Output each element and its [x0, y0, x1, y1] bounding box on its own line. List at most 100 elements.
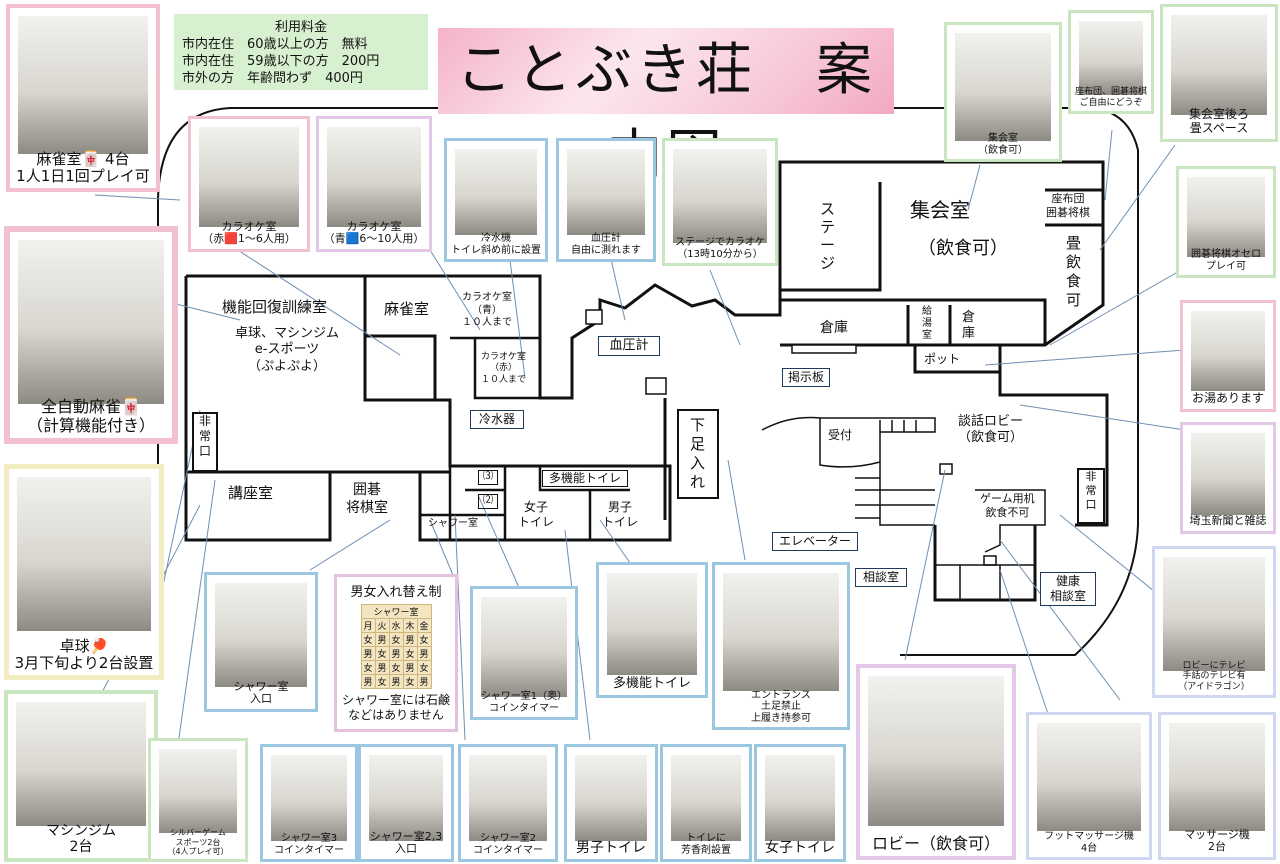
shower-3-marker: ⑶ — [478, 470, 498, 485]
women-toilet-photo — [765, 755, 835, 841]
slot-cell: 男 — [360, 674, 376, 689]
photo-card-water-fountain: 冷水機 トイレ斜め前に設置 — [444, 138, 548, 262]
photo-card-entrance: エントランス 土足禁止 上履き持参可 — [712, 562, 850, 730]
photo-card-cushion-shelf: 座布団、囲碁将棋 ご自由にどうぞ — [1068, 10, 1154, 114]
slot-cell: 女 — [416, 632, 432, 647]
emergency-exit-west: 非 常 口 — [192, 412, 218, 472]
photo-card-shower23-entry: シャワー室2,3 入口 — [358, 744, 454, 862]
slot-cell: 女 — [388, 660, 404, 675]
slot-cell: 女 — [388, 632, 404, 647]
photo-card-shower1: シャワー室1（奥） コインタイマー — [470, 586, 578, 720]
slot-cell: 男 — [416, 674, 432, 689]
fee-row: 市内在住 60歳以上の方 無料 — [182, 37, 368, 52]
slot-cell: 男 — [402, 632, 418, 647]
room-women-toilet: 女子 トイレ — [518, 500, 555, 529]
go-othello-caption: 囲碁将棋オセロ プレイ可 — [1191, 249, 1261, 272]
bulletin-tag: 掲示板 — [782, 368, 830, 387]
photo-card-shower3: シャワー室3 コインタイマー — [260, 744, 358, 862]
machine-gym-caption: マシンジム 2台 — [46, 822, 116, 855]
fee-row: 市外の方 年齢問わず 400円 — [182, 71, 363, 86]
karaoke-red-caption: カラオケ室 （赤🟥1～6人用） — [202, 219, 296, 246]
water-fountain-caption: 冷水機 トイレ斜め前に設置 — [451, 233, 541, 256]
slot-cell: 女 — [360, 632, 376, 647]
day-cell: 火 — [374, 618, 390, 633]
room-rehab-detail: 卓球、マシンジム e-スポーツ （ぷよぷよ） — [235, 326, 340, 374]
auto-mahjong-photo — [18, 240, 164, 404]
foot-massage-caption: フットマッサージ機 4台 — [1044, 831, 1134, 854]
slot-cell: 男 — [360, 646, 376, 661]
photo-card-karaoke-blue: カラオケ室 （青🟦6～10人用） — [316, 116, 432, 252]
water-cooler-tag: 冷水器 — [470, 410, 524, 429]
fee-table: 利用料金 市内在住 60歳以上の方 無料 市内在住 59歳以下の方 200円 市… — [174, 14, 428, 90]
health-consult-tag: 健康 相談室 — [1040, 572, 1096, 606]
entrance-caption: エントランス 土足禁止 上履き持参可 — [751, 689, 811, 724]
room-storage: 倉庫 — [820, 320, 848, 336]
shower23-entry-caption: シャワー室2,3 入口 — [369, 829, 443, 856]
photo-card-silver-game: シルバーゲーム スポーツ2台 （4人プレイ可） — [148, 738, 248, 862]
photo-card-air-freshener: トイレに 芳香剤設置 — [660, 744, 752, 862]
photo-card-men-toilet: 男子トイレ — [564, 744, 658, 862]
room-lecture: 講座室 — [228, 484, 274, 502]
photo-card-tatami-space: 集会室後ろ 畳スペース — [1160, 4, 1278, 142]
shower3-photo — [271, 755, 347, 841]
room-tatami: 畳 飲 食 可 — [1066, 234, 1082, 309]
lobby-tv-caption: ロビーにテレビ 手話のテレビ有 （アイドラゴン） — [1178, 660, 1250, 692]
pot-label: ポット — [924, 352, 961, 366]
slot-cell: 女 — [374, 646, 390, 661]
shower-entrance-photo — [215, 583, 307, 687]
wall-pot — [913, 345, 1000, 374]
photo-card-table-tennis: 卓球🏓 3月下旬より2台設置 — [4, 464, 164, 680]
shower-rotation-card: 男女入れ替え制 シャワー室 月 火 水 木 金 女男女男女 男女男女男 女男女男… — [334, 574, 458, 732]
karaoke-red-photo — [199, 127, 299, 227]
photo-card-shower-entrance: シャワー室 入口 — [204, 572, 318, 712]
silver-game-caption: シルバーゲーム スポーツ2台 （4人プレイ可） — [167, 828, 229, 856]
foot-massage-photo — [1037, 723, 1141, 831]
lobby-label: 談話ロビー （飲食可） — [958, 414, 1024, 446]
room-hall-note: （飲食可） — [918, 238, 1008, 259]
stage-karaoke-photo — [673, 149, 767, 243]
photo-card-women-toilet: 女子トイレ — [754, 744, 846, 862]
women-toilet-caption: 女子トイレ — [765, 839, 835, 856]
wall-storage — [780, 298, 1047, 345]
day-cell: 金 — [416, 618, 432, 633]
massage-chair-photo — [1169, 723, 1265, 831]
lobby-tv-photo — [1163, 557, 1265, 671]
wall-stage — [780, 182, 882, 292]
massage-chair-caption: マッサージ機 2台 — [1184, 827, 1250, 854]
fee-heading: 利用料金 — [274, 20, 327, 35]
shoe-locker — [677, 409, 719, 499]
hall-photo-photo — [955, 33, 1051, 141]
photo-card-multi-toilet: 多機能トイレ — [596, 562, 708, 698]
shower-entrance-caption: シャワー室 入口 — [233, 679, 289, 706]
cushion-shelf-photo — [1079, 21, 1143, 95]
shower3-caption: シャワー室3 コインタイマー — [274, 833, 344, 856]
room-mahjong: 麻雀室 — [384, 300, 430, 318]
room-karaoke-red: カラオケ室 （赤） １０人まで — [481, 352, 527, 385]
mahjong-room-caption: 麻雀室🀄 4台 1人1日1回プレイ可 — [16, 149, 150, 185]
go-othello-photo — [1187, 177, 1265, 257]
day-cell: 木 — [402, 618, 418, 633]
photo-card-blood-pressure-meter: 血圧計 自由に測れます — [556, 138, 656, 262]
photo-card-massage-chair: マッサージ機 2台 — [1158, 712, 1276, 860]
rotation-schedule: シャワー室 月 火 水 木 金 女男女男女 男女男女男 女男女男女 男女男女男 — [360, 604, 432, 689]
mahjong-room-photo — [18, 16, 148, 154]
room-men-toilet: 男子 トイレ — [602, 500, 639, 529]
wall-mahjong — [363, 276, 450, 402]
photo-card-newspaper: 埼玉新聞と雑誌 — [1180, 422, 1276, 534]
rotation-heading: 男女入れ替え制 — [350, 585, 442, 600]
shower1-caption: シャワー室1（奥） コインタイマー — [480, 691, 568, 714]
slot-cell: 男 — [402, 660, 418, 675]
rotation-note: シャワー室には石鹸 などはありません — [341, 693, 450, 722]
slot-cell: 男 — [374, 660, 390, 675]
game-table-label: ゲーム用机 飲食不可 — [980, 492, 1035, 519]
cushion-shelf-caption: 座布団、囲碁将棋 ご自由にどうぞ — [1074, 87, 1147, 108]
shower2-photo — [469, 755, 547, 841]
multi-toilet-photo — [607, 573, 697, 675]
photo-card-mahjong-room: 麻雀室🀄 4台 1人1日1回プレイ可 — [6, 4, 160, 192]
shoe-locker-label: 下 足 入 れ — [690, 416, 706, 491]
room-hall: 集会室 — [910, 198, 970, 222]
room-karaoke-blue: カラオケ室 （青） １０人まで — [462, 292, 512, 328]
photo-card-lobby-tv: ロビーにテレビ 手話のテレビ有 （アイドラゴン） — [1152, 546, 1276, 698]
machine-gym-photo — [16, 702, 146, 826]
